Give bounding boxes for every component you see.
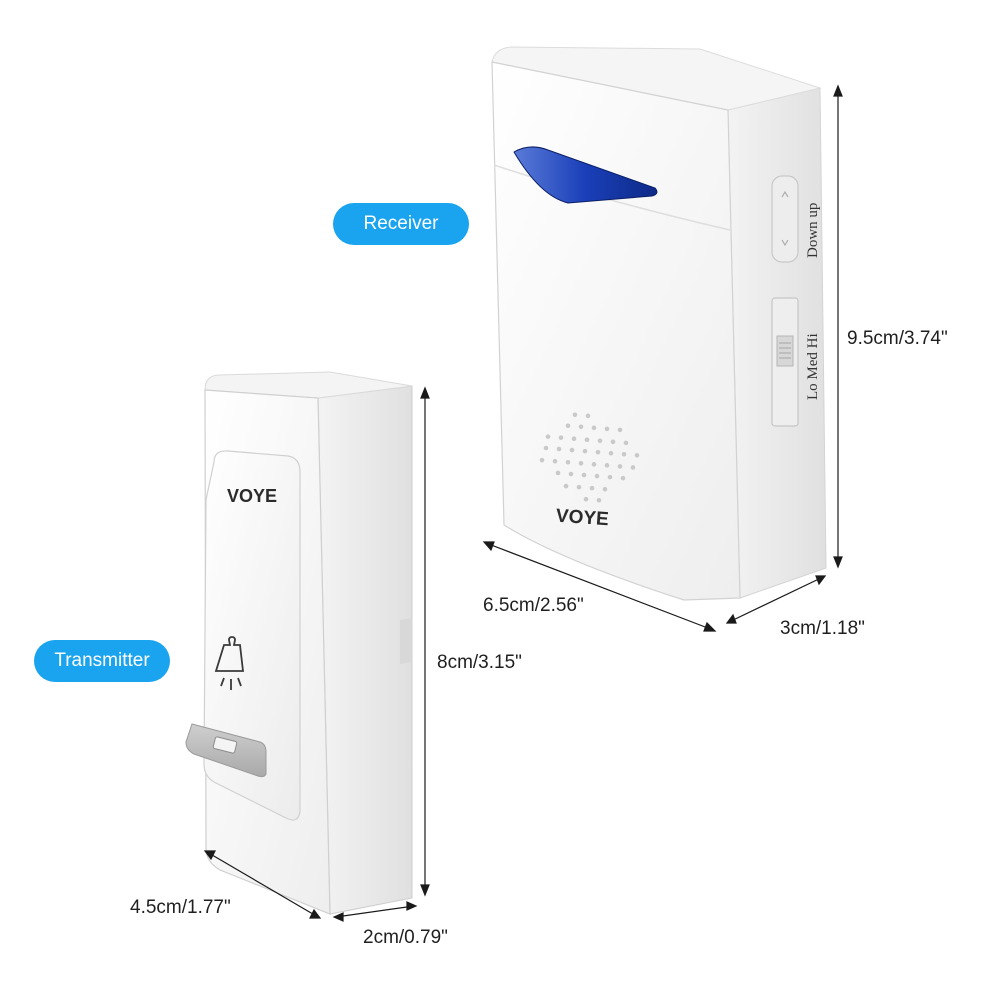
tune-button[interactable] [771, 175, 799, 263]
transmitter-label: Transmitter [34, 640, 170, 682]
volume-switch-knob[interactable] [776, 335, 794, 367]
receiver-width-label: 6.5cm/2.56" [483, 595, 584, 616]
transmitter-width-label: 4.5cm/1.77" [130, 897, 231, 918]
volume-level-lo: Lo [805, 383, 821, 400]
receiver-depth-label: 3cm/1.18" [780, 618, 865, 639]
receiver-height-label: 9.5cm/3.74" [847, 328, 948, 349]
tune-buttons-label: Down up [805, 203, 821, 258]
transmitter-device: VOYE [185, 371, 413, 915]
transmitter-height-label: 8cm/3.15" [437, 652, 522, 673]
volume-switch-labels: Lo Med Hi [805, 333, 821, 400]
dimension-lines [203, 84, 843, 922]
volume-level-med: Med [805, 352, 821, 384]
receiver-device: VOYE Down up Lo Med Hi [491, 46, 827, 601]
receiver-label: Receiver [333, 203, 469, 245]
transmitter-button[interactable] [203, 450, 301, 821]
volume-level-hi: Hi [805, 333, 821, 352]
transmitter-brand: VOYE [227, 486, 277, 506]
bell-icon [214, 636, 245, 690]
led-window [513, 146, 658, 204]
speaker-grille [539, 412, 640, 503]
transmitter-depth-label: 2cm/0.79" [363, 927, 448, 948]
receiver-brand: VOYE [555, 506, 609, 531]
